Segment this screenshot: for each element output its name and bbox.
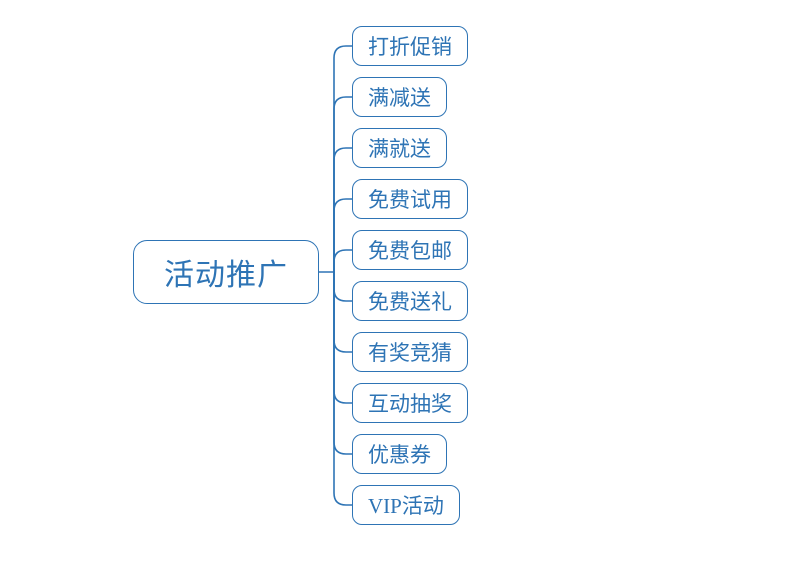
node-label: 免费试用 bbox=[368, 188, 452, 212]
node-label: 免费送礼 bbox=[368, 290, 452, 314]
node-free-shipping[interactable]: 免费包邮 bbox=[352, 230, 468, 270]
node-spend-reduce-gift[interactable]: 满减送 bbox=[352, 77, 447, 117]
node-vip-activity[interactable]: VIP活动 bbox=[352, 485, 460, 525]
node-interactive-lottery[interactable]: 互动抽奖 bbox=[352, 383, 468, 423]
root-node-activity-promotion[interactable]: 活动推广 bbox=[133, 240, 319, 304]
branch-line bbox=[333, 198, 353, 273]
branch-line bbox=[333, 147, 353, 273]
node-label: 打折促销 bbox=[368, 35, 452, 59]
root-node-label: 活动推广 bbox=[164, 259, 288, 292]
node-label: VIP活动 bbox=[368, 494, 444, 518]
node-discount-promotion[interactable]: 打折促销 bbox=[352, 26, 468, 66]
node-free-gift[interactable]: 免费送礼 bbox=[352, 281, 468, 321]
node-prize-quiz[interactable]: 有奖竞猜 bbox=[352, 332, 468, 372]
node-free-trial[interactable]: 免费试用 bbox=[352, 179, 468, 219]
node-coupon[interactable]: 优惠券 bbox=[352, 434, 447, 474]
node-label: 有奖竞猜 bbox=[368, 341, 452, 365]
node-label: 优惠券 bbox=[368, 443, 431, 467]
branch-line bbox=[333, 45, 353, 273]
branch-line bbox=[333, 271, 353, 404]
branch-line bbox=[333, 271, 353, 506]
node-label: 满减送 bbox=[368, 86, 431, 110]
branch-line bbox=[333, 271, 353, 455]
branch-line bbox=[333, 271, 353, 302]
branch-line bbox=[333, 271, 353, 353]
node-label: 免费包邮 bbox=[368, 239, 452, 263]
branch-line bbox=[333, 249, 353, 273]
node-label: 满就送 bbox=[368, 137, 431, 161]
node-spend-get-gift[interactable]: 满就送 bbox=[352, 128, 447, 168]
branch-line bbox=[333, 96, 353, 273]
node-label: 互动抽奖 bbox=[368, 392, 452, 416]
